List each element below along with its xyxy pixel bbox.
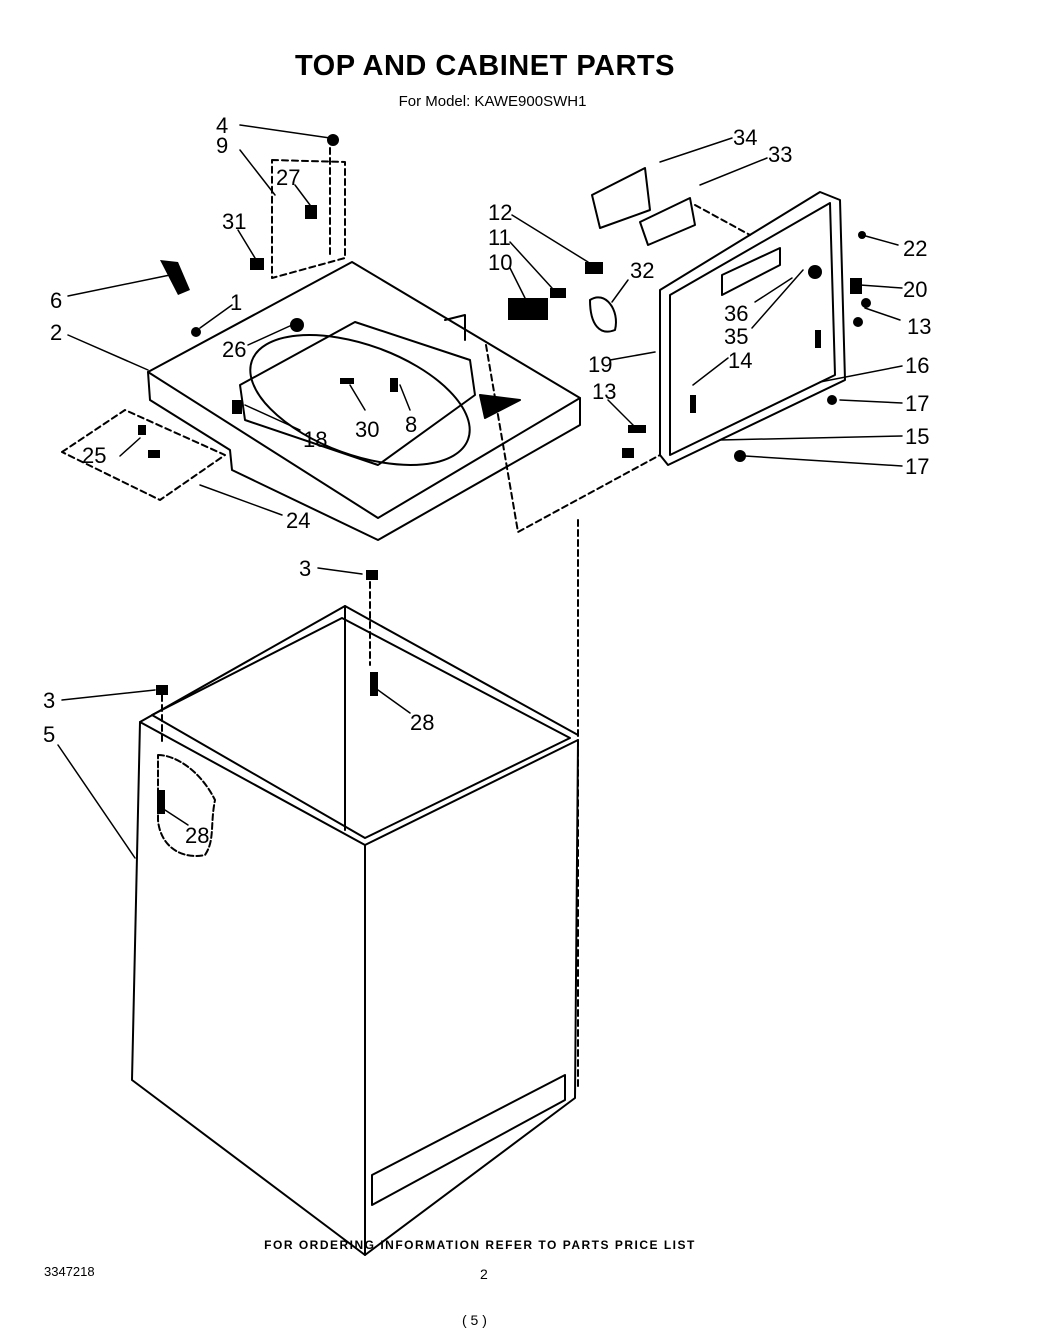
ordering-info-note: FOR ORDERING INFORMATION REFER TO PARTS … bbox=[264, 1238, 696, 1252]
callout-11: 11 bbox=[488, 225, 511, 250]
document-number: 3347218 bbox=[44, 1264, 95, 1279]
callout-8: 8 bbox=[405, 412, 417, 437]
callout-labels: 4 9 27 31 6 1 2 26 12 11 10 32 34 33 22 … bbox=[43, 113, 931, 848]
callout-35: 35 bbox=[724, 324, 748, 349]
leader-lines bbox=[57, 124, 903, 859]
callout-10: 10 bbox=[488, 250, 512, 275]
callout-30: 30 bbox=[355, 417, 379, 442]
model-subtitle: For Model: KAWE900SWH1 bbox=[398, 93, 587, 110]
callout-28-lower: 28 bbox=[185, 823, 209, 848]
hinge-pieces-drawing bbox=[589, 167, 696, 333]
callout-25: 25 bbox=[82, 443, 106, 468]
callout-24: 24 bbox=[286, 508, 310, 533]
callout-3-upper: 3 bbox=[299, 556, 311, 581]
callout-17-lower: 17 bbox=[905, 454, 929, 479]
callout-36: 36 bbox=[724, 301, 748, 326]
callout-13: 13 bbox=[907, 314, 931, 339]
callout-16: 16 bbox=[905, 353, 929, 378]
callout-32: 32 bbox=[630, 258, 654, 283]
callout-33: 33 bbox=[768, 142, 792, 167]
small-part-glyphs bbox=[138, 134, 871, 814]
callout-2: 2 bbox=[50, 320, 62, 345]
callout-6: 6 bbox=[50, 288, 62, 313]
callout-34: 34 bbox=[733, 125, 757, 150]
callout-31: 31 bbox=[222, 209, 246, 234]
callout-1: 1 bbox=[230, 290, 242, 315]
callout-27: 27 bbox=[276, 165, 300, 190]
callout-5: 5 bbox=[43, 722, 55, 747]
cabinet-drawing bbox=[131, 605, 579, 1256]
page-title: TOP AND CABINET PARTS bbox=[294, 50, 675, 82]
callout-26: 26 bbox=[222, 337, 246, 362]
callout-17: 17 bbox=[905, 391, 929, 416]
callout-3-lower: 3 bbox=[43, 688, 55, 713]
callout-9: 9 bbox=[216, 133, 228, 158]
dashed-callout-groups bbox=[61, 147, 751, 1091]
page-number: 2 bbox=[480, 1266, 488, 1282]
callout-12: 12 bbox=[488, 200, 512, 225]
callout-14: 14 bbox=[728, 348, 752, 373]
callout-20: 20 bbox=[903, 277, 927, 302]
callout-28-upper: 28 bbox=[410, 710, 434, 735]
callout-18: 18 bbox=[303, 427, 327, 452]
callout-22: 22 bbox=[903, 236, 927, 261]
top-deck-drawing bbox=[147, 261, 581, 541]
callout-15: 15 bbox=[905, 424, 929, 449]
callout-19: 19 bbox=[588, 352, 612, 377]
callout-4: 4 bbox=[216, 113, 228, 138]
callout-13-lower: 13 bbox=[592, 379, 616, 404]
bottom-page-mark: ( 5 ) bbox=[462, 1312, 487, 1328]
